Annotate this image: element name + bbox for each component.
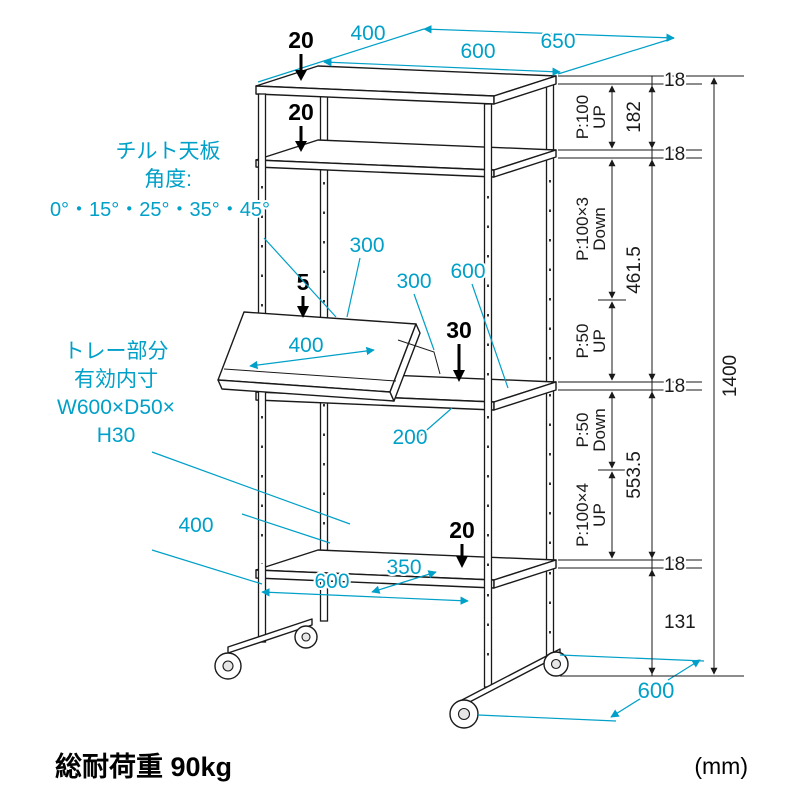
pitch-100x4-label: P:100×4 — [573, 483, 592, 547]
dim-top-depth-label: 400 — [350, 22, 385, 45]
offset-top-shelf-label: 20 — [288, 27, 314, 53]
dim-tray-depth-label: 400 — [288, 334, 323, 357]
dim-461-label: 461.5 — [624, 246, 645, 294]
dim-18-bottom-label: 18 — [664, 554, 685, 575]
second-shelf — [255, 139, 557, 178]
offset-tray-label: 5 — [297, 269, 310, 295]
offset-mid-shelf-label: 30 — [446, 317, 472, 343]
bottom-dimensions: 400 600 350 600 — [151, 512, 705, 722]
offset-arrows: 20 20 5 30 20 — [286, 25, 477, 568]
dim-131-label: 131 — [664, 612, 696, 633]
dim-553-label: 553.5 — [624, 451, 645, 499]
pitch-100-up-dir: UP — [590, 105, 609, 129]
dim-bottom-depth-label: 400 — [178, 514, 213, 537]
offset-second-shelf-label: 20 — [288, 99, 314, 125]
tray-note-line1: トレー部分 — [64, 340, 169, 363]
dim-side-depth-label: 600 — [638, 678, 675, 703]
unit-label: (mm) — [694, 753, 748, 779]
front-right-post — [483, 103, 493, 688]
right-dimension-chain: 18 P:100 UP 182 18 P:100×3 Down 461.5 P:… — [558, 68, 744, 677]
tilt-note-line3: 0°・15°・25°・35°・45° — [50, 199, 270, 221]
annotation-notes: チルト天板 角度: 0°・15°・25°・35°・45° トレー部分 有効内寸 … — [48, 138, 351, 525]
tilt-note-line1: チルト天板 — [116, 140, 221, 163]
footer-labels: 総耐荷重 90kg (mm) — [53, 749, 750, 784]
tray-note-line2: 有効内寸 — [74, 368, 158, 391]
dim-top-width-label: 600 — [460, 40, 495, 63]
tilt-note-line2: 角度: — [144, 168, 192, 191]
dim-18-top-label: 18 — [664, 70, 685, 91]
top-dimensions: 400 650 600 — [257, 20, 675, 83]
tilt-bracket — [397, 339, 441, 375]
middle-dimensions: 300 300 600 400 200 — [249, 232, 509, 451]
dim-182-label: 182 — [624, 101, 645, 133]
dim-bottom-width-label: 600 — [314, 570, 349, 593]
pitch-50-down-label: P:50 — [573, 413, 592, 448]
tray-note-line3: W600×D50× — [57, 396, 175, 419]
pitch-100-up-label: P:100 — [573, 95, 592, 139]
offset-bottom-shelf-label: 20 — [449, 517, 475, 543]
pitch-100x3-dir: Down — [590, 207, 609, 250]
left-base-rail — [227, 618, 313, 654]
dim-top-overall-label: 650 — [540, 30, 575, 53]
dim-1400-label: 1400 — [720, 355, 741, 397]
pitch-100x3-label: P:100×3 — [573, 197, 592, 261]
rack-structure — [214, 65, 569, 729]
caster-back-left — [294, 625, 318, 649]
caster-front-left — [214, 652, 242, 680]
total-load-label: 総耐荷重 90kg — [55, 751, 232, 782]
pitch-50-down-dir: Down — [590, 408, 609, 451]
dim-18-second-label: 18 — [664, 144, 685, 165]
pitch-50-up-dir: UP — [590, 329, 609, 353]
dim-600-mid-label: 600 — [450, 260, 485, 283]
pitch-50-up-label: P:50 — [573, 324, 592, 359]
dim-bottom-inset-label: 350 — [386, 556, 421, 579]
tray-note-line4: H30 — [97, 424, 136, 447]
pitch-100x4-dir: UP — [590, 503, 609, 527]
caster-back-right — [543, 651, 569, 677]
dim-shelf-depth-label: 200 — [392, 426, 427, 449]
dim-300-a-label: 300 — [349, 234, 384, 257]
dim-300-b-label: 300 — [396, 270, 431, 293]
caster-front-right — [449, 699, 479, 729]
dim-18-mid-label: 18 — [664, 376, 685, 397]
